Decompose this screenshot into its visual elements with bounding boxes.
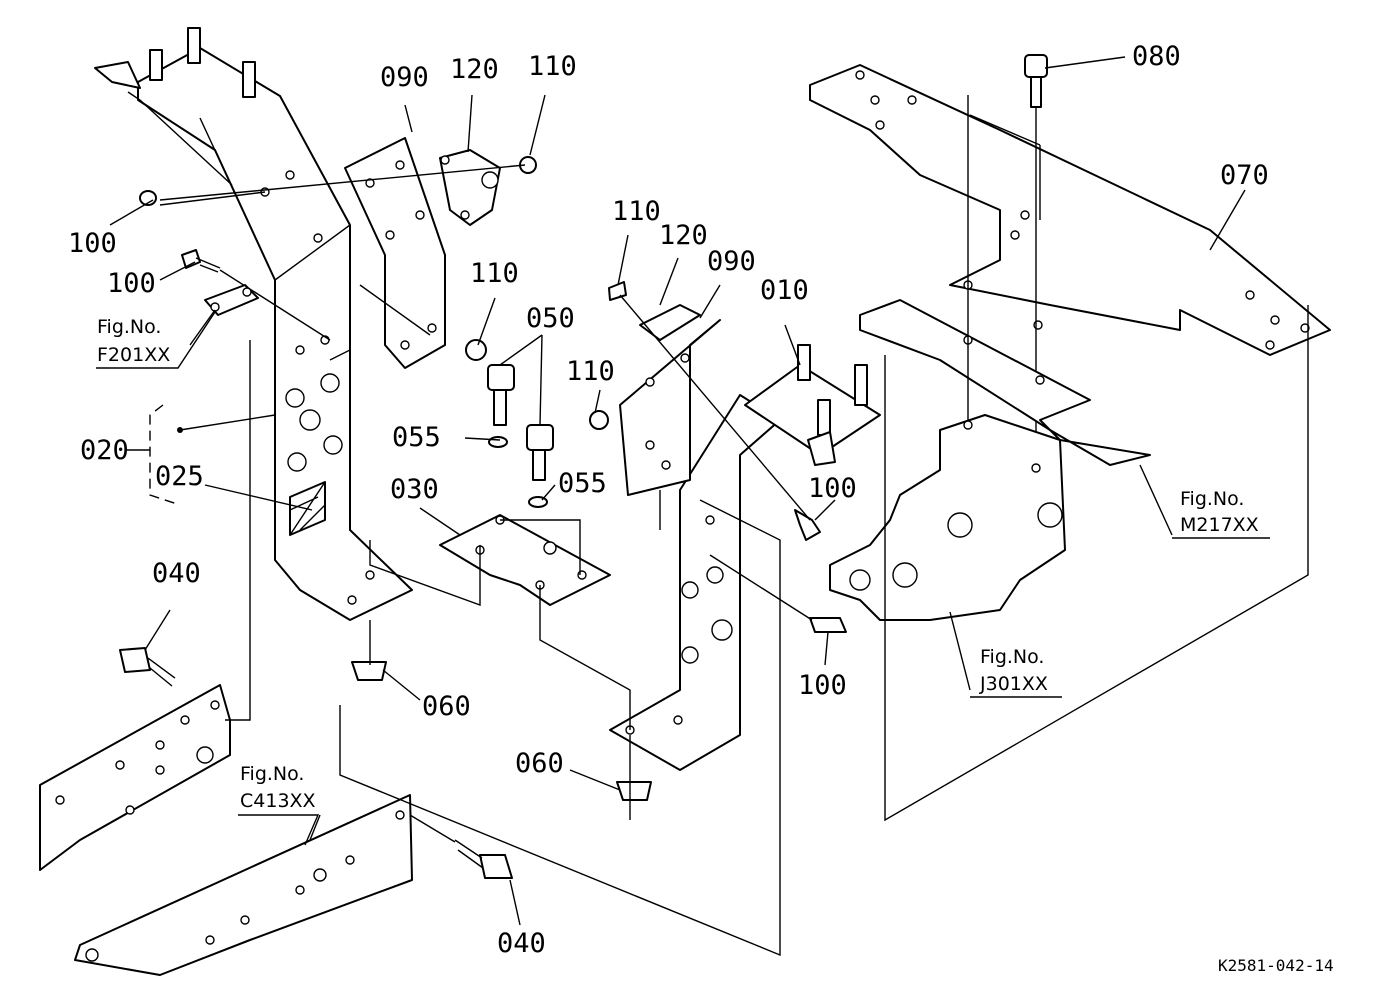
label-p040a: 040 xyxy=(152,558,201,589)
brace-020 xyxy=(149,404,181,506)
bolt-100-lower xyxy=(809,617,847,633)
label-p100b: 100 xyxy=(107,268,156,299)
label-p110b: 110 xyxy=(470,258,519,289)
frame-c413-lower xyxy=(74,794,413,976)
figref-m217: Fig.No. M217XX xyxy=(1172,488,1270,539)
label-p060b: 060 xyxy=(515,748,564,779)
label-p050: 050 xyxy=(526,303,575,334)
figref-m217-line2: M217XX xyxy=(1180,514,1259,536)
bolt-050 xyxy=(487,364,554,508)
label-p090a: 090 xyxy=(380,62,429,93)
label-p120b: 120 xyxy=(659,220,708,251)
figref-j301-line1: Fig.No. xyxy=(980,646,1044,668)
figref-f201-line2: F201XX xyxy=(97,344,170,366)
assembly-lines xyxy=(225,95,1309,957)
label-p055a: 055 xyxy=(392,422,441,453)
label-p025: 025 xyxy=(155,461,204,492)
bolt-100-left xyxy=(181,249,331,341)
bolt-040 xyxy=(119,647,513,879)
bolt-100-center xyxy=(794,509,821,541)
figref-c413: Fig.No. C413XX xyxy=(238,763,320,846)
label-leaders xyxy=(109,56,1246,926)
label-p080: 080 xyxy=(1132,41,1181,72)
label-p120a: 120 xyxy=(450,54,499,85)
dot-020 xyxy=(177,427,183,433)
label-p100a: 100 xyxy=(68,228,117,259)
label-p060a: 060 xyxy=(422,691,471,722)
label-p030: 030 xyxy=(390,474,439,505)
left-bracket-020 xyxy=(94,27,413,621)
plate-090-center xyxy=(608,281,721,496)
label-p110c: 110 xyxy=(612,196,661,227)
label-p055b: 055 xyxy=(558,468,607,499)
label-p090b: 090 xyxy=(707,246,756,277)
label-p100c: 100 xyxy=(808,473,857,504)
label-p070: 070 xyxy=(1220,160,1269,191)
figref-j301: Fig.No. J301XX xyxy=(970,646,1062,698)
flange-nut-060 xyxy=(351,661,652,801)
figref-f201: Fig.No. F201XX xyxy=(96,311,216,369)
figref-c413-line1: Fig.No. xyxy=(240,763,304,785)
figref-c413-line2: C413XX xyxy=(240,790,316,812)
label-p040b: 040 xyxy=(497,928,546,959)
label-p110d: 110 xyxy=(566,356,615,387)
part-labels: 090 120 110 100 100 110 050 055 055 030 … xyxy=(68,41,1269,959)
figref-j301-line2: J301XX xyxy=(979,673,1048,695)
housing-j301 xyxy=(829,414,1066,621)
gasket-f201 xyxy=(204,284,259,316)
nut-110-mid xyxy=(465,339,487,361)
frame-c413-upper xyxy=(39,684,231,871)
plate-070 xyxy=(809,64,1331,356)
figref-m217-line1: Fig.No. xyxy=(1180,488,1244,510)
label-p100d: 100 xyxy=(798,670,847,701)
label-p110a: 110 xyxy=(528,51,577,82)
bracket-010 xyxy=(589,344,881,466)
label-p010: 010 xyxy=(760,275,809,306)
figref-f201-line1: Fig.No. xyxy=(97,316,161,338)
plate-030 xyxy=(439,514,611,606)
plate-090-left xyxy=(139,137,537,369)
drawing-code: K2581-042-14 xyxy=(1218,956,1334,975)
label-p020: 020 xyxy=(80,435,129,466)
